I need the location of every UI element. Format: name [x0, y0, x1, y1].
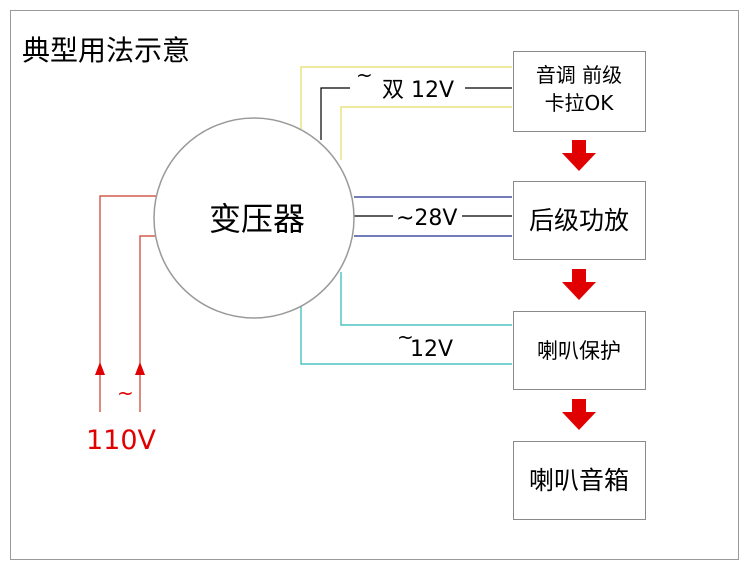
input-voltage-label: 110V	[86, 425, 157, 456]
red-wire-outer	[99, 195, 156, 412]
speaker-box	[513, 441, 646, 520]
input-tilde: ~	[117, 381, 134, 405]
yellow-wire-bottom	[340, 106, 512, 160]
arrow-up-icon	[135, 362, 145, 375]
cyan-wire-inner	[340, 272, 512, 326]
transformer-label: 变压器	[209, 200, 305, 238]
amp-box	[513, 181, 646, 260]
arrow-down-icon	[562, 269, 596, 300]
cyan-wire-outer	[300, 306, 512, 365]
amp-label: 后级功放	[529, 206, 629, 235]
red-wire-inner	[139, 235, 161, 412]
dual12-label: 双 12V	[382, 78, 454, 103]
protect-label: 喇叭保护	[537, 339, 621, 363]
transformer-circle	[153, 117, 355, 319]
arrow-down-icon	[562, 399, 596, 430]
arrow-up-icon	[95, 362, 105, 375]
preamp-label-line2: 卡拉OK	[545, 91, 615, 115]
speaker-label: 喇叭音箱	[529, 466, 629, 495]
preamp-box	[513, 51, 646, 132]
diagram-title: 典型用法示意	[22, 34, 190, 67]
v12-tilde: ~	[397, 325, 414, 349]
yellow-wire-top	[300, 66, 512, 132]
arrow-down-icon	[562, 140, 596, 171]
dual12-tilde: ~	[356, 63, 373, 87]
v28-label: ~28V	[396, 206, 457, 231]
black-wire-center	[320, 87, 350, 140]
preamp-label-line1: 音调 前级	[536, 63, 622, 87]
v12-label: 12V	[410, 337, 453, 362]
protect-box	[513, 311, 646, 390]
